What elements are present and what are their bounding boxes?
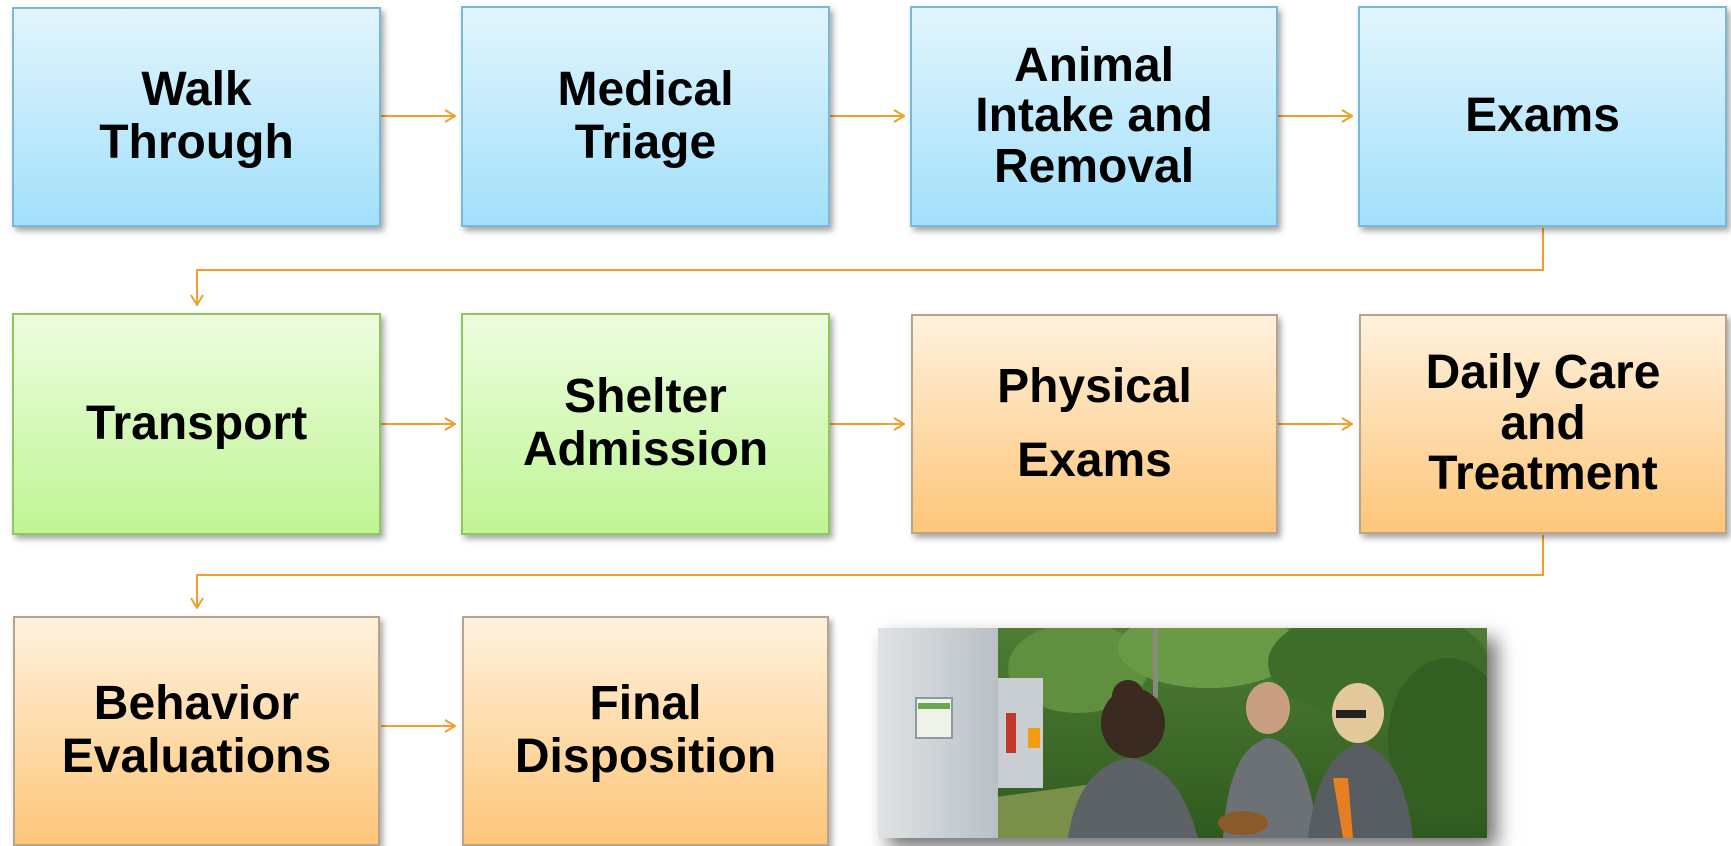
step-medical-triage-label: Medical Triage bbox=[557, 62, 734, 169]
step-animal-intake-removal-label: Animal Intake and Removal bbox=[975, 38, 1213, 193]
arrow-exams-to-transport bbox=[197, 228, 1544, 305]
step-shelter-admission-label: Shelter Admission bbox=[522, 370, 769, 476]
step-exams-label: Exams bbox=[1465, 89, 1620, 143]
step-animal-intake-removal: Animal Intake and Removal bbox=[910, 6, 1278, 227]
rescue-photo bbox=[878, 628, 1487, 838]
step-physical-exams-label: Physical Exams bbox=[997, 359, 1192, 487]
step-exams: Exams bbox=[1358, 6, 1727, 227]
step-physical-exams: Physical Exams bbox=[911, 314, 1278, 534]
step-daily-care-treatment: Daily Care and Treatment bbox=[1359, 314, 1727, 534]
arrow-daily-to-behavior bbox=[197, 535, 1544, 608]
step-shelter-admission: Shelter Admission bbox=[461, 313, 830, 535]
step-transport-label: Transport bbox=[85, 396, 308, 450]
step-walk-through: Walk Through bbox=[12, 7, 381, 227]
step-transport: Transport bbox=[12, 313, 381, 535]
step-daily-care-treatment-label: Daily Care and Treatment bbox=[1425, 346, 1661, 501]
step-final-disposition: Final Disposition bbox=[462, 616, 829, 846]
step-behavior-evaluations: Behavior Evaluations bbox=[13, 616, 380, 846]
step-behavior-evaluations-label: Behavior Evaluations bbox=[61, 677, 332, 783]
step-walk-through-label: Walk Through bbox=[99, 63, 294, 169]
step-final-disposition-label: Final Disposition bbox=[514, 677, 777, 783]
step-medical-triage: Medical Triage bbox=[461, 6, 830, 227]
